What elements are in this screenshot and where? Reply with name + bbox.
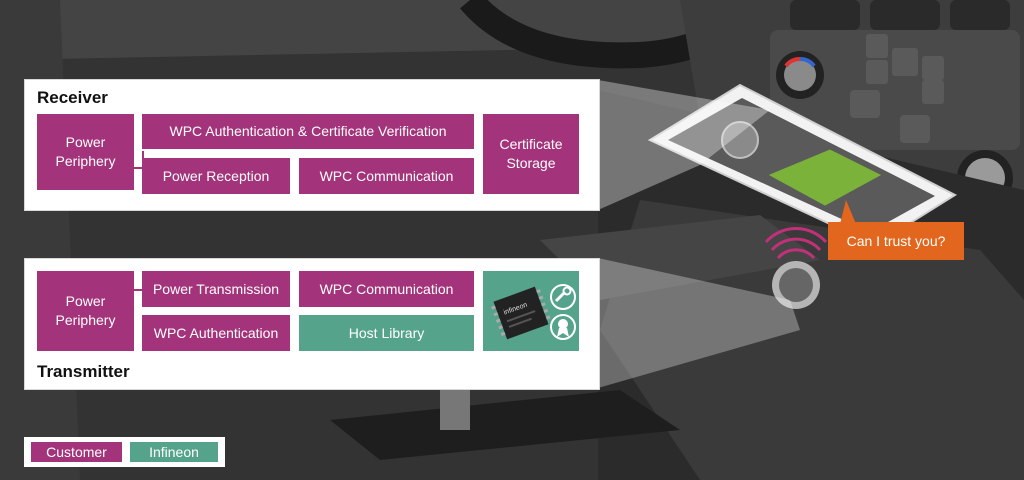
legend-infineon: Infineon xyxy=(130,442,218,462)
receiver-wpc-auth-cert-verification: WPC Authentication & Certificate Verific… xyxy=(142,114,474,149)
smartphone-illustration xyxy=(647,83,958,247)
receiver-power-reception: Power Reception xyxy=(142,158,290,194)
security-chip-box: infineon xyxy=(483,271,579,351)
transmitter-title: Transmitter xyxy=(37,362,130,381)
legend: Customer Infineon xyxy=(24,437,225,467)
transmitter-power-transmission: Power Transmission xyxy=(142,271,290,307)
transmitter-panel: Power Periphery Power Transmission WPC C… xyxy=(24,258,600,390)
receiver-panel: Receiver Power Periphery WPC Authenticat… xyxy=(24,79,600,211)
security-chip-icon: infineon xyxy=(491,284,576,340)
transmitter-wpc-communication: WPC Communication xyxy=(299,271,474,307)
receiver-title: Receiver xyxy=(37,88,108,107)
transmitter-host-library: Host Library xyxy=(299,315,474,351)
connector-line xyxy=(134,167,144,169)
speech-bubble-tail xyxy=(840,200,856,224)
transmitter-power-periphery: Power Periphery xyxy=(37,271,134,351)
receiver-certificate-storage: Certificate Storage xyxy=(483,114,579,194)
speech-bubble: Can I trust you? xyxy=(828,222,964,260)
legend-customer: Customer xyxy=(31,442,122,462)
transmitter-wpc-authentication: WPC Authentication xyxy=(142,315,290,351)
receiver-wpc-communication: WPC Communication xyxy=(299,158,474,194)
connector-line xyxy=(134,289,142,291)
receiver-power-periphery: Power Periphery xyxy=(37,114,134,190)
